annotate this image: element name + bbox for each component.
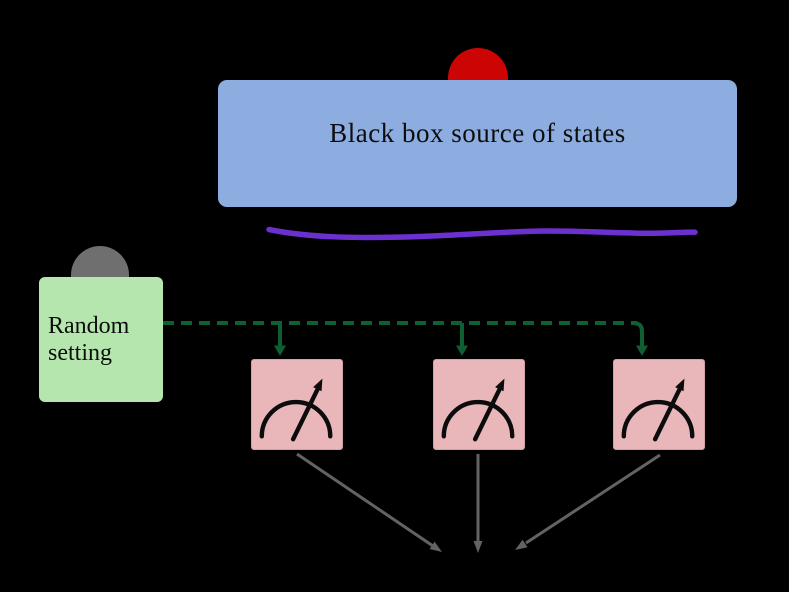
random-setting-label-line2: setting <box>48 339 112 366</box>
source-box: Black box source of states <box>218 80 737 207</box>
output-arrow-2-head <box>473 541 483 553</box>
gauge-icon <box>259 378 333 442</box>
source-box-label: Black box source of states <box>329 118 626 148</box>
output-arrow-3-head <box>515 539 528 550</box>
control-line-elbow <box>632 321 644 332</box>
setting-dome-icon <box>71 246 129 277</box>
gauge-icon <box>441 378 515 442</box>
control-arrow-3-head <box>636 345 648 356</box>
detector-box-2 <box>433 359 525 450</box>
gauge-icon <box>621 378 695 442</box>
detector-box-3 <box>613 359 705 450</box>
random-setting-label-line1: Random <box>48 312 130 339</box>
output-arrow-1-head <box>429 541 442 552</box>
source-dome-icon <box>448 48 508 80</box>
control-arrow-1-head <box>274 345 286 356</box>
control-arrow-2-head <box>456 345 468 356</box>
detector-box-1 <box>251 359 343 450</box>
output-arrow-1-shaft <box>296 452 434 548</box>
random-setting-box: Random setting <box>39 277 163 402</box>
output-arrow-3-shaft <box>525 453 661 545</box>
source-underline-squiggle <box>266 226 698 241</box>
